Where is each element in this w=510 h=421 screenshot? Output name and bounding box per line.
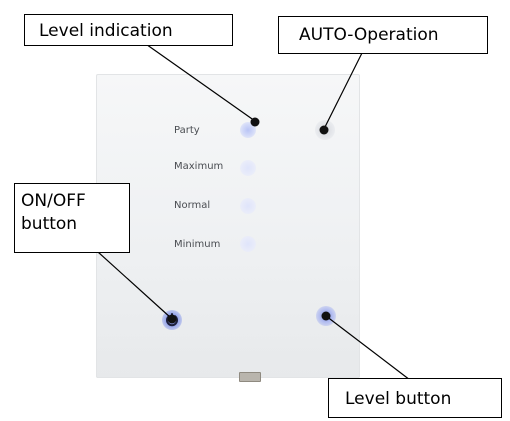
leader-line-level-button [325,315,411,381]
callout-onoff: ON/OFF button [14,183,130,253]
leader-line-onoff [97,251,172,319]
callout-onoff-text-line2: button [21,214,78,234]
callout-auto-operation: AUTO-Operation [278,16,488,54]
callout-level-indication: Level indication [24,14,233,46]
leader-dot-onoff [167,314,177,324]
level-label-normal: Normal [174,200,211,211]
leader-dot-auto-operation [319,125,329,135]
leader-line-auto-operation [323,52,363,130]
level-label-minimum: Minimum [174,239,221,250]
level-led-minimum [240,236,256,252]
level-label-party: Party [174,125,200,136]
callout-auto-operation-text: AUTO-Operation [299,25,439,45]
level-led-normal [240,198,256,214]
callout-level-indication-text: Level indication [39,21,173,41]
leader-dot-level-indication [250,117,260,127]
level-led-party [240,122,256,138]
level-label-maximum: Maximum [174,161,224,172]
callout-level-button: Level button [328,378,502,418]
leader-dot-level-button [321,311,331,321]
callout-onoff-text-line1: ON/OFF [21,191,86,211]
callout-level-button-text: Level button [345,389,452,409]
panel-connector [239,372,261,382]
level-led-maximum [240,160,256,176]
leader-line-level-indication [142,41,256,122]
